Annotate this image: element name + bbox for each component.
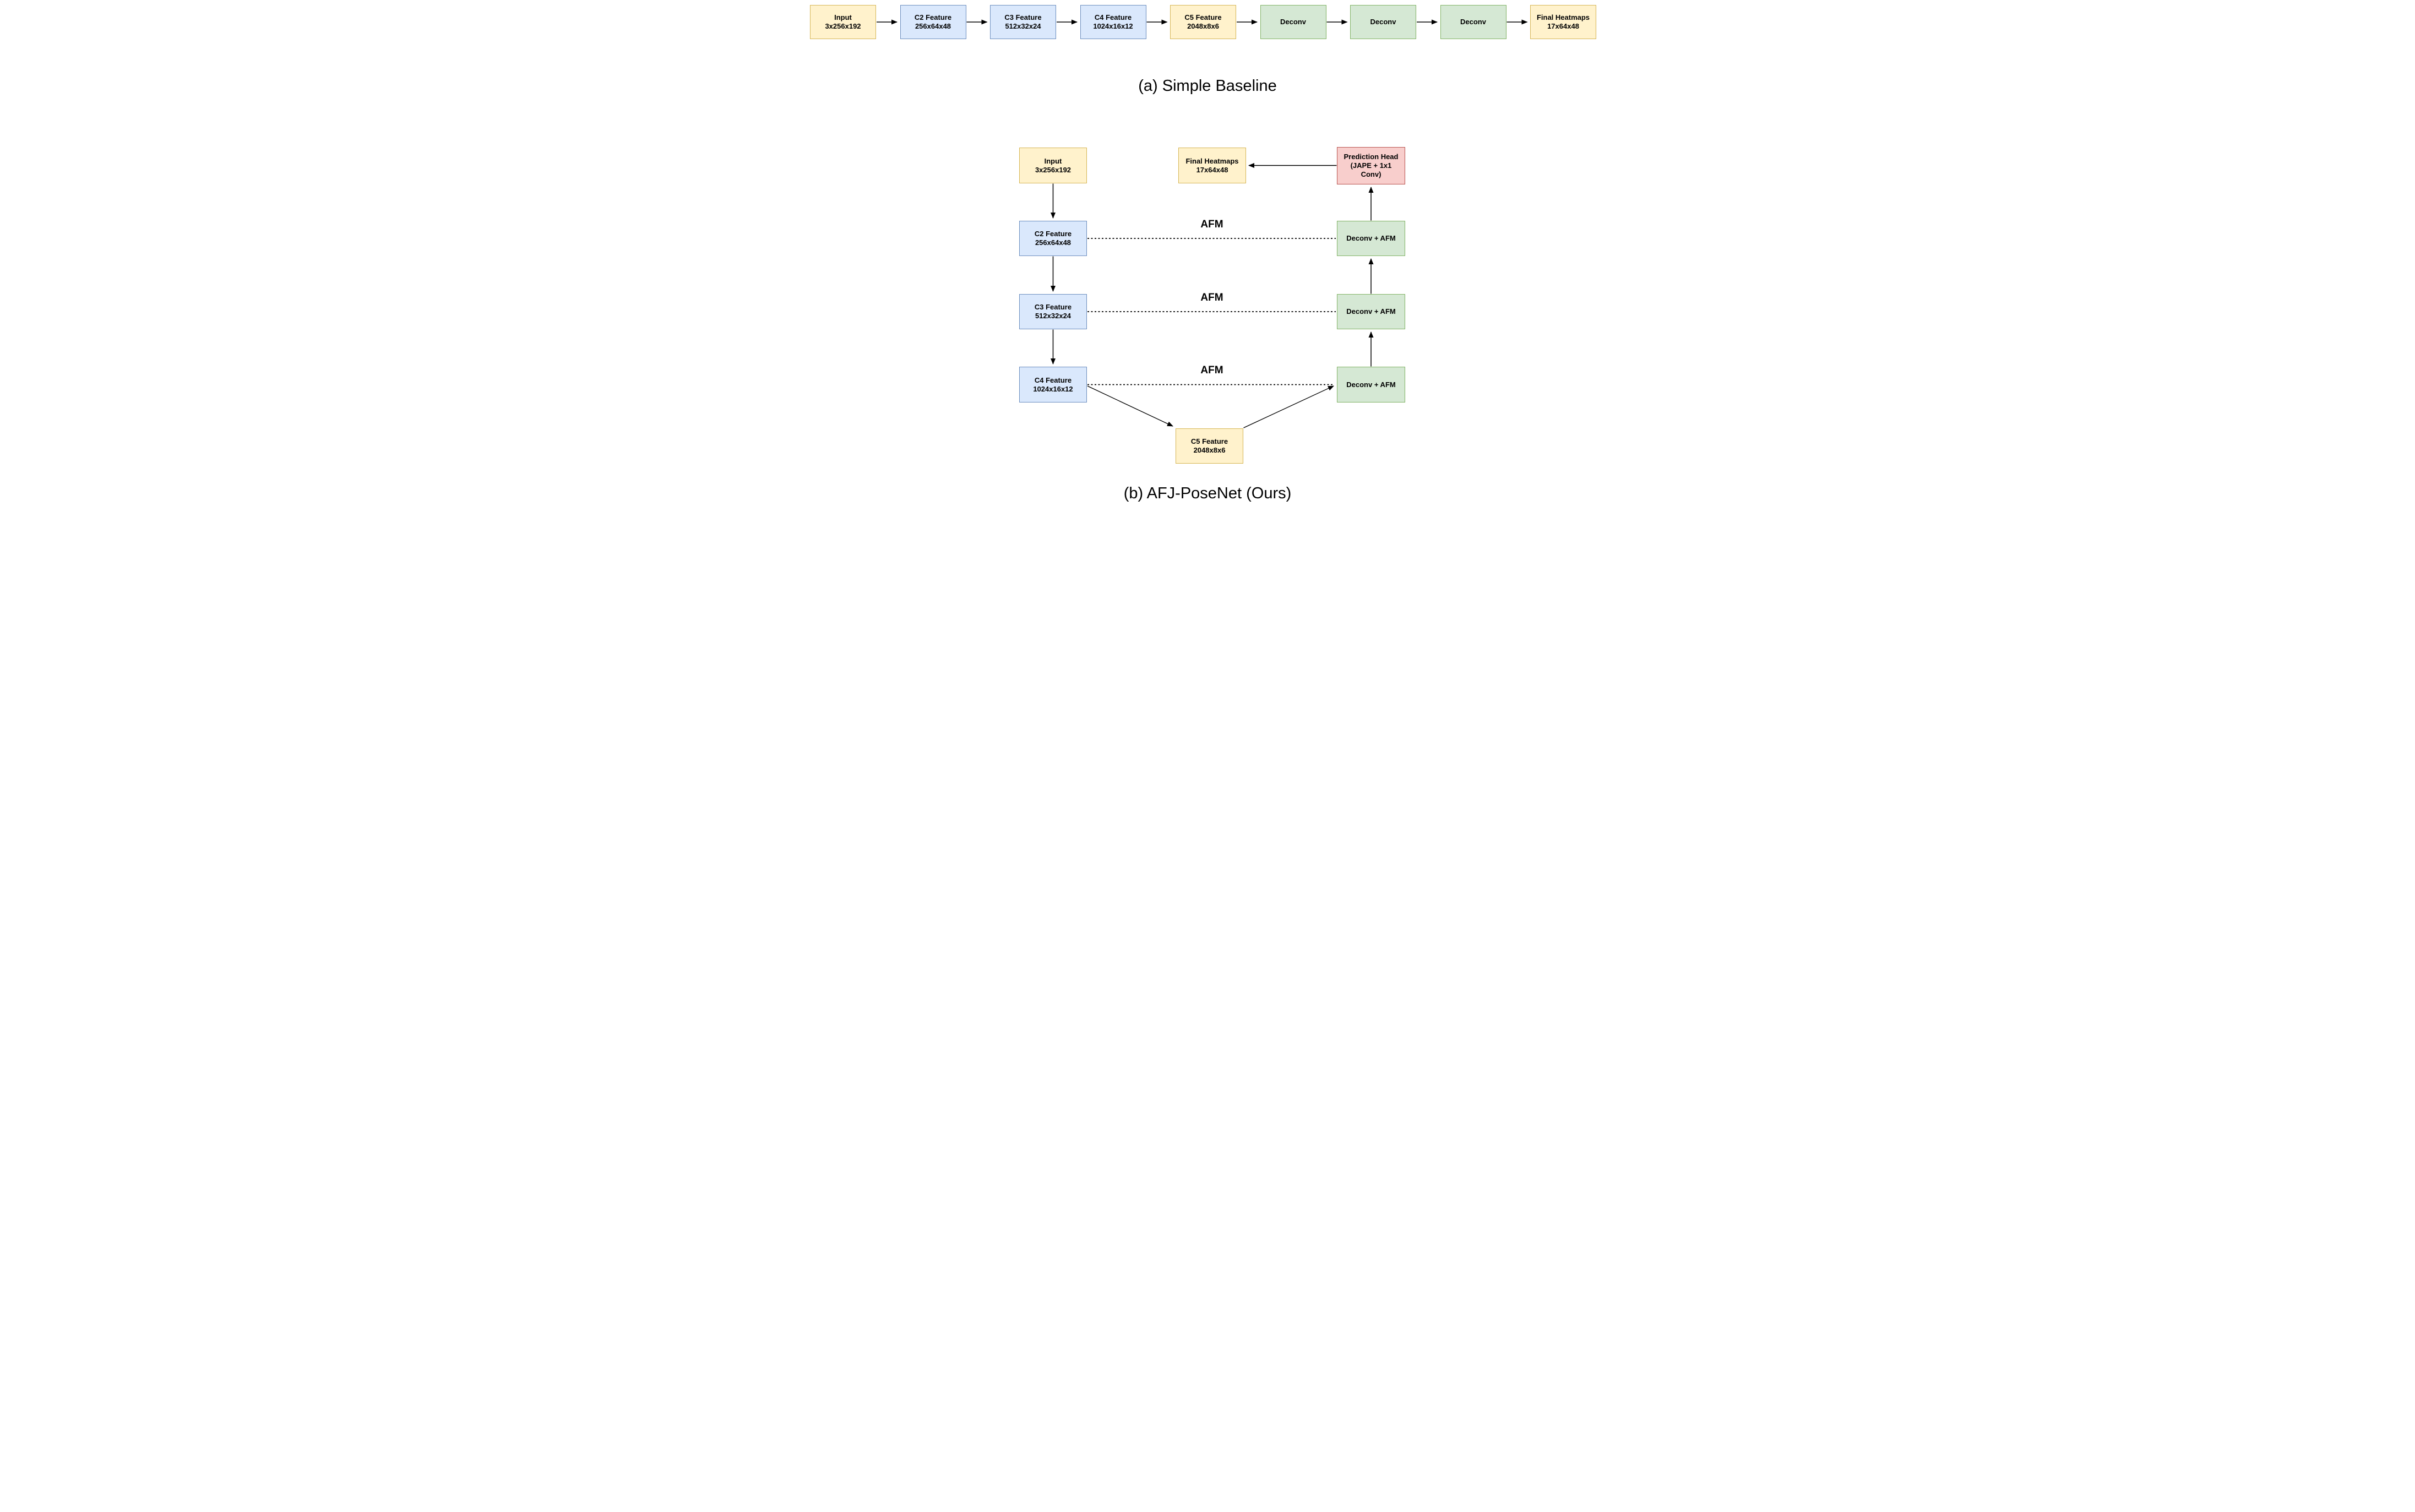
node-label-line: 2048x8x6 <box>1193 446 1226 454</box>
node-label-line: 1024x16x12 <box>1093 22 1133 30</box>
node-b-deconv-afm2: Deconv + AFM <box>1337 294 1405 329</box>
node-label-line: C2 Feature <box>1034 230 1072 238</box>
node-label-line: Deconv <box>1370 18 1396 26</box>
node-label-line: C4 Feature <box>1034 376 1072 384</box>
node-label-line: C2 Feature <box>914 13 952 21</box>
node-label-line: 256x64x48 <box>1035 238 1071 247</box>
node-label-line: C3 Feature <box>1004 13 1042 21</box>
node-label-line: Conv) <box>1361 170 1381 178</box>
node-label-line: 1024x16x12 <box>1033 384 1073 393</box>
node-label-line: Prediction Head <box>1344 153 1399 161</box>
afm-label-1: AFM <box>1200 219 1223 230</box>
node-label-line: Input <box>834 13 852 21</box>
node-label-line: 256x64x48 <box>915 22 951 30</box>
node-b-deconv-afm1: Deconv + AFM <box>1337 221 1405 256</box>
node-label-line: 3x256x192 <box>1035 165 1071 174</box>
afm-label-3: AFM <box>1200 365 1223 376</box>
node-label-line: Deconv + AFM <box>1346 307 1396 316</box>
node-a-deconv3: Deconv <box>1440 5 1506 39</box>
node-label-line: 3x256x192 <box>825 22 861 30</box>
caption-simple-baseline: (a) Simple Baseline <box>1138 77 1277 95</box>
node-label-line: Deconv <box>1280 18 1306 26</box>
node-a-deconv1: Deconv <box>1260 5 1326 39</box>
node-label-line: (JAPE + 1x1 <box>1350 161 1392 170</box>
node-label-line: 512x32x24 <box>1005 22 1041 30</box>
node-label-line: Deconv <box>1460 18 1486 26</box>
node-label-line: Input <box>1044 156 1062 165</box>
node-label-line: Deconv + AFM <box>1346 380 1396 389</box>
node-b-deconv-afm3: Deconv + AFM <box>1337 367 1405 403</box>
node-label-line: Final Heatmaps <box>1185 156 1239 165</box>
node-label-line: C4 Feature <box>1094 13 1132 21</box>
node-label-line: Final Heatmaps <box>1536 13 1590 21</box>
node-label-line: 512x32x24 <box>1035 312 1071 320</box>
caption-afj-posenet: (b) AFJ-PoseNet (Ours) <box>1123 485 1292 502</box>
node-label-line: C3 Feature <box>1034 303 1072 311</box>
node-label-line: 2048x8x6 <box>1187 22 1219 30</box>
afm-label-2: AFM <box>1200 292 1223 303</box>
node-a-deconv2: Deconv <box>1350 5 1416 39</box>
node-label-line: 17x64x48 <box>1196 165 1228 174</box>
node-label-line: C5 Feature <box>1190 437 1228 445</box>
node-label-line: Deconv + AFM <box>1346 234 1396 242</box>
node-label-line: 17x64x48 <box>1547 22 1579 30</box>
node-label-line: C5 Feature <box>1184 13 1222 21</box>
